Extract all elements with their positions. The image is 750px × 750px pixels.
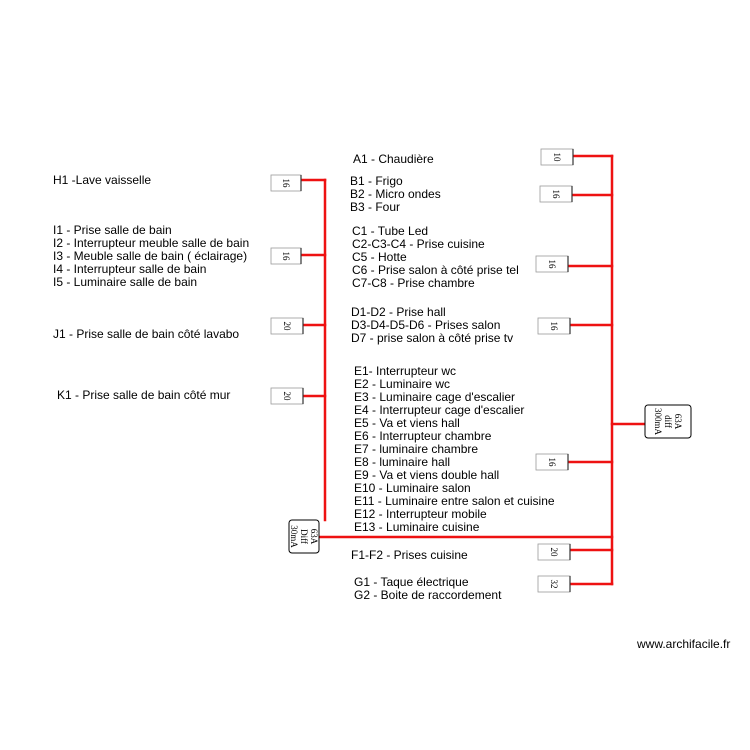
breaker-g-rating: 32	[549, 580, 559, 589]
left-main-breaker-text: Diff	[299, 529, 309, 544]
right-circuit-e-line: E11 - Luminaire entre salon et cuisine	[354, 494, 555, 508]
right-main-breaker-box	[644, 404, 692, 439]
label-layer: H1 -Lave vaisselle I1 - Prise salle de ba…	[53, 152, 555, 602]
breaker-e: 16	[535, 453, 569, 471]
breaker-h-rating: 16	[281, 179, 291, 189]
left-circuit-i-line: I3 - Meuble salle de bain ( éclairage)	[53, 249, 247, 263]
breaker-b-rating: 16	[551, 190, 561, 200]
breaker-a: 10	[540, 148, 574, 166]
breaker-b: 16	[539, 185, 573, 203]
right-circuit-b-line: B2 - Micro ondes	[350, 187, 441, 201]
left-main-breaker-text: 63A	[309, 529, 319, 545]
left-circuit-k-line: K1 - Prise salle de bain côté mur	[57, 388, 230, 402]
right-circuit-e-line: E6 - Interrupteur chambre	[354, 429, 492, 443]
right-circuit-c-line: C6 - Prise salon à côté prise tel	[352, 263, 519, 277]
right-main-breaker-text: diff	[663, 415, 673, 428]
right-circuit-e-line: E8 - luminaire hall	[354, 455, 450, 469]
right-circuit-d-line: D7 - prise salon à côté prise tv	[351, 331, 513, 345]
right-circuit-e-line: E1- Interrupteur wc	[354, 364, 456, 378]
right-main-breaker-text: 63A	[673, 414, 683, 430]
right-circuit-c-line: C7-C8 - Prise chambre	[352, 276, 475, 290]
right-main-breaker-text: 300mA	[653, 408, 663, 436]
right-circuit-a-line: A1 - Chaudière	[353, 152, 434, 166]
right-circuit-e-line: E3 - Luminaire cage d'escalier	[354, 390, 515, 404]
breaker-layer: 161620201016161616203263ADiff30mA63Adiff…	[270, 148, 692, 593]
left-circuit-i-line: I1 - Prise salle de bain	[53, 223, 172, 237]
breaker-d-rating: 16	[549, 322, 559, 332]
left-main-breaker-box	[288, 519, 320, 554]
right-circuit-d-line: D3-D4-D5-D6 - Prises salon	[351, 318, 500, 332]
right-circuit-e-line: E2 - Luminaire wc	[354, 377, 450, 391]
right-circuit-c-line: C5 - Hotte	[352, 250, 407, 264]
watermark: www.archifacile.fr	[636, 637, 730, 651]
right-circuit-c-line: C1 - Tube Led	[352, 224, 428, 238]
right-circuit-f-line: F1-F2 - Prises cuisine	[351, 548, 468, 562]
breaker-h: 16	[270, 174, 302, 192]
right-circuit-e-line: E5 - Va et viens hall	[354, 416, 460, 430]
right-circuit-e-line: E9 - Va et viens double hall	[354, 468, 499, 482]
right-circuit-e-line: E4 - Interrupteur cage d'escalier	[354, 403, 524, 417]
breaker-c-rating: 16	[547, 260, 557, 270]
breaker-f-rating: 20	[549, 548, 559, 558]
right-circuit-c-line: C2-C3-C4 - Prise cuisine	[352, 237, 485, 251]
right-circuit-d-line: D1-D2 - Prise hall	[351, 305, 446, 319]
left-circuit-i-line: I4 - Interrupteur salle de bain	[53, 262, 206, 276]
breaker-j: 20	[270, 317, 304, 335]
left-circuit-i-line: I2 - Interrupteur meuble salle de bain	[53, 236, 249, 250]
breaker-i: 16	[270, 247, 302, 265]
right-circuit-g-line: G2 - Boite de raccordement	[354, 588, 502, 602]
breaker-e-rating: 16	[547, 458, 557, 468]
wiring-layer	[299, 154, 647, 586]
left-main-breaker-text: 30mA	[289, 525, 299, 548]
left-circuit-h-line: H1 -Lave vaisselle	[53, 173, 151, 187]
right-circuit-e-line: E10 - Luminaire salon	[354, 481, 471, 495]
right-circuit-b-line: B3 - Four	[350, 200, 400, 214]
left-circuit-j-line: J1 - Prise salle de bain côté lavabo	[53, 327, 239, 341]
right-circuit-g-line: G1 - Taque électrique	[354, 575, 469, 589]
right-circuit-b-line: B1 - Frigo	[350, 174, 403, 188]
breaker-k-rating: 20	[282, 392, 292, 402]
right-circuit-e-line: E7 - luminaire chambre	[354, 442, 478, 456]
breaker-j-rating: 20	[282, 322, 292, 332]
breaker-g: 32	[537, 575, 571, 593]
right-circuit-e-line: E13 - Luminaire cuisine	[354, 520, 480, 534]
breaker-d: 16	[537, 317, 571, 335]
breaker-c: 16	[535, 255, 569, 273]
breaker-k: 20	[270, 387, 304, 405]
left-circuit-i-line: I5 - Luminaire salle de bain	[53, 275, 197, 289]
breaker-a-rating: 10	[552, 153, 562, 163]
right-circuit-e-line: E12 - Interrupteur mobile	[354, 507, 487, 521]
breaker-i-rating: 16	[281, 252, 291, 262]
breaker-f: 20	[537, 543, 571, 561]
